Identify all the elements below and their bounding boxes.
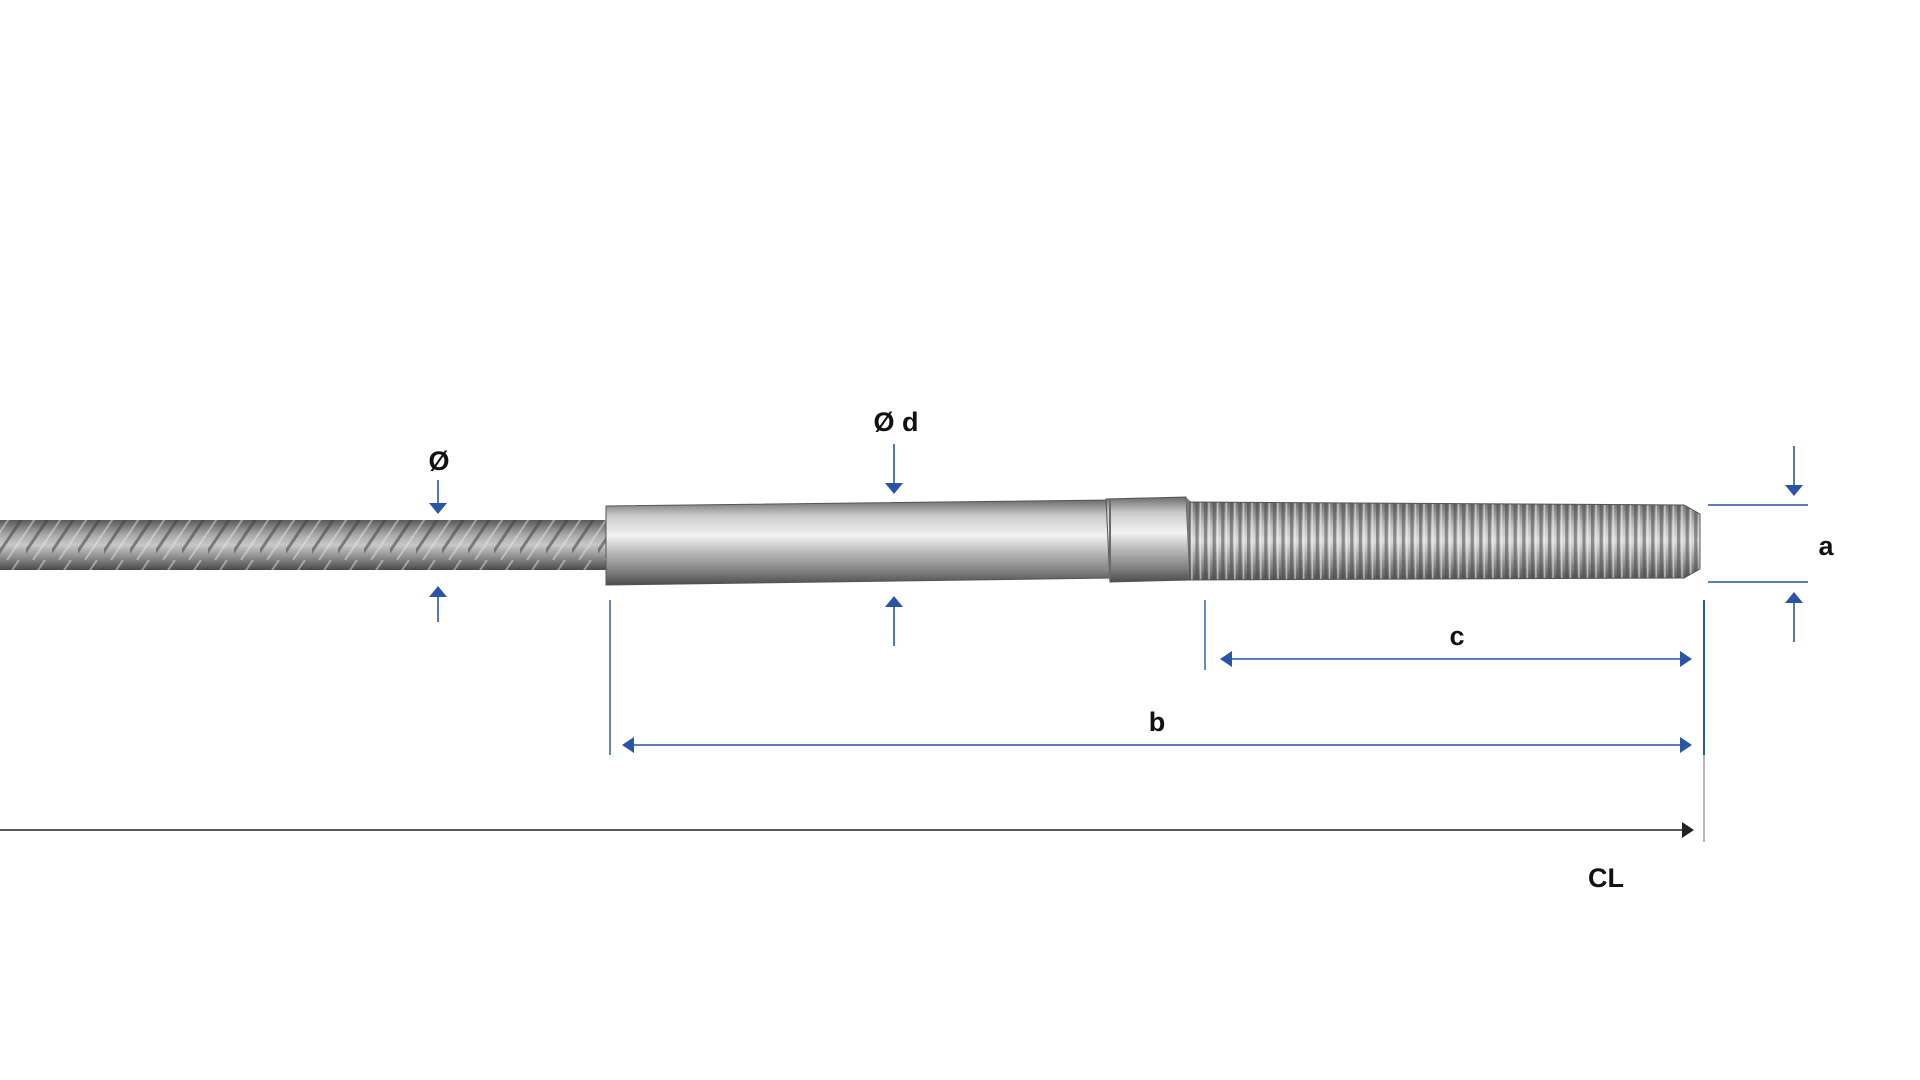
- fitting-length-dimension: b: [622, 707, 1692, 753]
- swage-fitting: [605, 496, 1194, 586]
- cable-length-dimension: CL: [0, 822, 1694, 893]
- threaded-stud: [1189, 501, 1701, 581]
- fitting-length-label: b: [1149, 707, 1166, 737]
- thread-length-label: c: [1449, 621, 1464, 651]
- extension-lines: [609, 600, 1705, 842]
- fitting-diameter-label: Ø d: [874, 407, 919, 437]
- thread-diameter-label: a: [1818, 531, 1834, 561]
- fitting-diameter-dimension: Ø d: [874, 407, 919, 646]
- thread-length-dimension: c: [1220, 621, 1692, 667]
- cable-diameter-label: Ø: [428, 446, 449, 476]
- cable-length-label: CL: [1588, 863, 1624, 893]
- thread-diameter-dimension: a: [1708, 446, 1834, 642]
- wire-rope: [0, 520, 612, 570]
- cable-diameter-dimension: Ø: [428, 446, 450, 622]
